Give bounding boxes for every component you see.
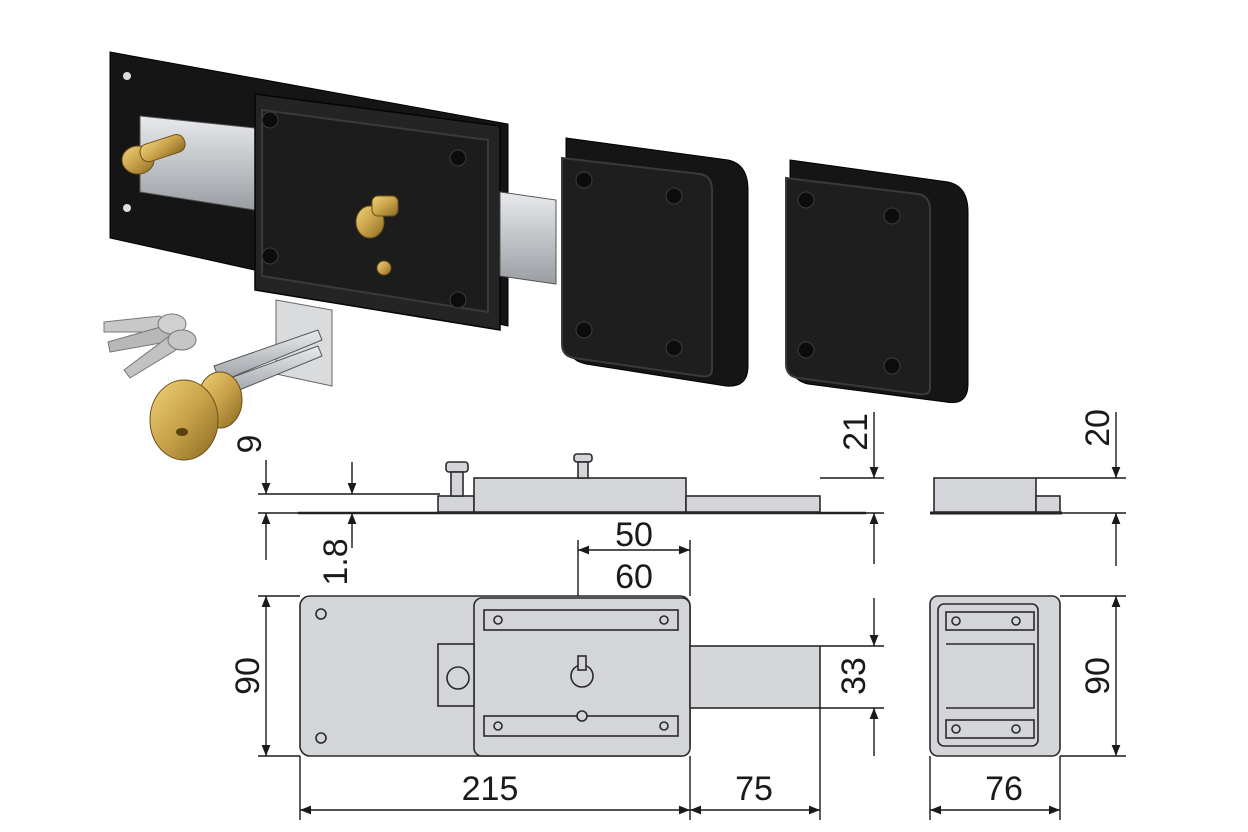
dim-label-1-8: 1.8 [317,538,355,585]
side-view-strike [930,477,1062,515]
dim-label-90-right: 90 [1079,657,1117,695]
cylinder-image [149,299,333,461]
dim-label-90-left: 90 [229,657,267,695]
dimension-labels: 9 1.8 21 20 50 60 90 33 90 215 75 76 [229,409,1117,808]
front-view-lock [299,595,821,757]
dim-label-215: 215 [462,770,519,808]
dimension-lines [258,412,1126,820]
dim-label-60: 60 [615,558,653,596]
dim-label-21: 21 [837,413,875,451]
dim-label-75: 75 [735,770,773,808]
dim-label-33: 33 [835,657,873,695]
front-view-strike [929,595,1061,757]
dim-label-9: 9 [231,435,269,454]
dim-label-76: 76 [985,770,1023,808]
lock-product-photo [103,51,969,461]
dim-label-50: 50 [615,516,653,554]
keys-image [103,313,197,379]
dim-label-20: 20 [1079,409,1117,447]
side-view-lock [298,453,866,515]
